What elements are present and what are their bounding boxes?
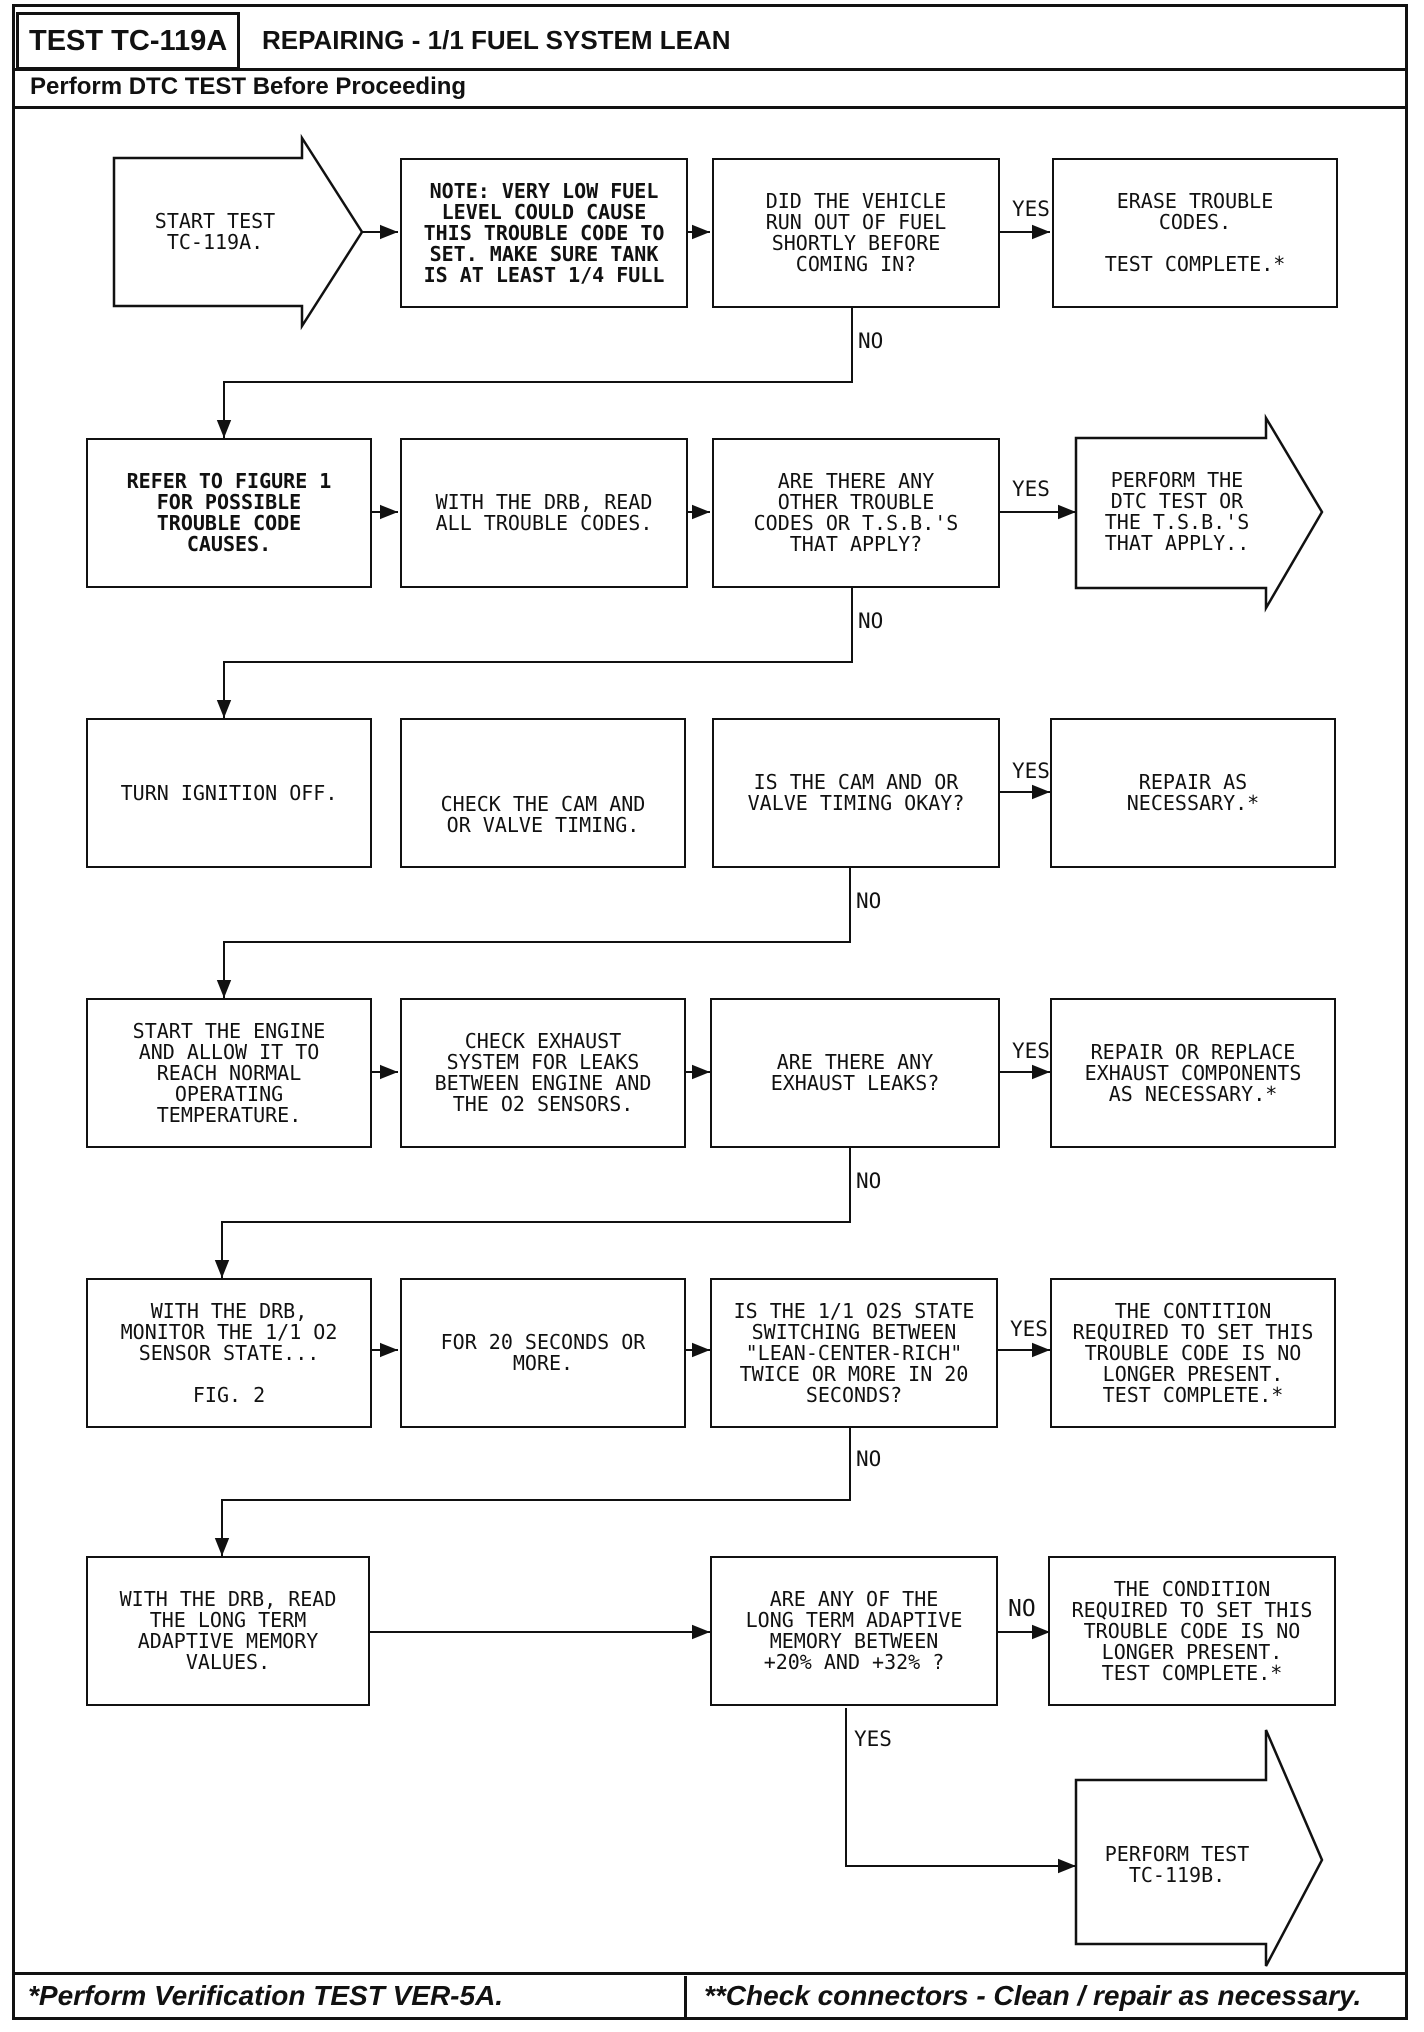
check-exhaust-box: CHECK EXHAUST SYSTEM FOR LEAKS BETWEEN E… bbox=[400, 998, 686, 1148]
question-exhaust-leaks: ARE THERE ANY EXHAUST LEAKS? bbox=[710, 998, 1000, 1148]
turn-ignition-off-box: TURN IGNITION OFF. bbox=[86, 718, 372, 868]
yes-label: YES bbox=[1012, 1039, 1050, 1063]
page-title: REPAIRING - 1/1 FUEL SYSTEM LEAN bbox=[262, 25, 731, 55]
perform-test-tc-119b-text: PERFORM TEST TC-119B. bbox=[1104, 1842, 1250, 1887]
question-adaptive-memory: ARE ANY OF THE LONG TERM ADAPTIVE MEMORY… bbox=[710, 1556, 998, 1706]
condition-no-longer-present-box: THE CONDITION REQUIRED TO SET THIS TROUB… bbox=[1048, 1556, 1336, 1706]
subheader: Perform DTC TEST Before Proceeding bbox=[30, 73, 467, 100]
perform-dtc-arrow-shape bbox=[1074, 413, 1324, 613]
question-other-trouble-codes: ARE THERE ANY OTHER TROUBLE CODES OR T.S… bbox=[712, 438, 1000, 588]
contition-no-longer-present-box: THE CONTITION REQUIRED TO SET THIS TROUB… bbox=[1050, 1278, 1336, 1428]
repair-as-necessary-box: REPAIR AS NECESSARY.* bbox=[1050, 718, 1336, 868]
monitor-o2-sensor-box: WITH THE DRB, MONITOR THE 1/1 O2 SENSOR … bbox=[86, 1278, 372, 1428]
footer-column-divider bbox=[684, 1976, 687, 2020]
perform-dtc-test-text: PERFORM THE DTC TEST OR THE T.S.B.'S THA… bbox=[1104, 468, 1250, 555]
yes-label: YES bbox=[1012, 197, 1050, 221]
yes-label: YES bbox=[1012, 759, 1050, 783]
read-adaptive-memory-box: WITH THE DRB, READ THE LONG TERM ADAPTIV… bbox=[86, 1556, 370, 1706]
subheader-divider bbox=[12, 106, 1408, 109]
refer-figure-1-box: REFER TO FIGURE 1 FOR POSSIBLE TROUBLE C… bbox=[86, 438, 372, 588]
read-trouble-codes-box: WITH THE DRB, READ ALL TROUBLE CODES. bbox=[400, 438, 688, 588]
note-low-fuel-box: NOTE: VERY LOW FUEL LEVEL COULD CAUSE TH… bbox=[400, 158, 688, 308]
question-cam-timing: IS THE CAM AND OR VALVE TIMING OKAY? bbox=[712, 718, 1000, 868]
question-o2s-switching: IS THE 1/1 O2S STATE SWITCHING BETWEEN "… bbox=[710, 1278, 998, 1428]
erase-trouble-codes-box: ERASE TROUBLE CODES. TEST COMPLETE.* bbox=[1052, 158, 1338, 308]
page-border bbox=[12, 4, 1408, 2020]
yes-label: YES bbox=[1012, 477, 1050, 501]
no-label: NO bbox=[856, 1447, 882, 1471]
footer-connectors-note: **Check connectors - Clean / repair as n… bbox=[704, 1980, 1362, 2011]
check-cam-timing-box: CHECK THE CAM AND OR VALVE TIMING. bbox=[400, 718, 686, 868]
repair-exhaust-box: REPAIR OR REPLACE EXHAUST COMPONENTS AS … bbox=[1050, 998, 1336, 1148]
footer-verification-note: *Perform Verification TEST VER-5A. bbox=[28, 1980, 504, 2011]
question-run-out-of-fuel: DID THE VEHICLE RUN OUT OF FUEL SHORTLY … bbox=[712, 158, 1000, 308]
no-label: NO bbox=[856, 889, 882, 913]
start-engine-box: START THE ENGINE AND ALLOW IT TO REACH N… bbox=[86, 998, 372, 1148]
no-label: NO bbox=[858, 329, 884, 353]
start-arrow-shape bbox=[112, 133, 364, 331]
no-label: NO bbox=[1008, 1596, 1036, 1622]
twenty-seconds-box: FOR 20 SECONDS OR MORE. bbox=[400, 1278, 686, 1428]
header-divider bbox=[12, 68, 1408, 71]
no-label: NO bbox=[858, 609, 884, 633]
yes-label: YES bbox=[1010, 1317, 1048, 1341]
perform-119b-arrow-shape bbox=[1074, 1729, 1324, 1967]
start-test-text: START TEST TC-119A. bbox=[154, 209, 276, 254]
footer-divider-line bbox=[12, 1972, 1408, 1975]
no-label: NO bbox=[856, 1169, 882, 1193]
yes-label: YES bbox=[854, 1727, 892, 1751]
